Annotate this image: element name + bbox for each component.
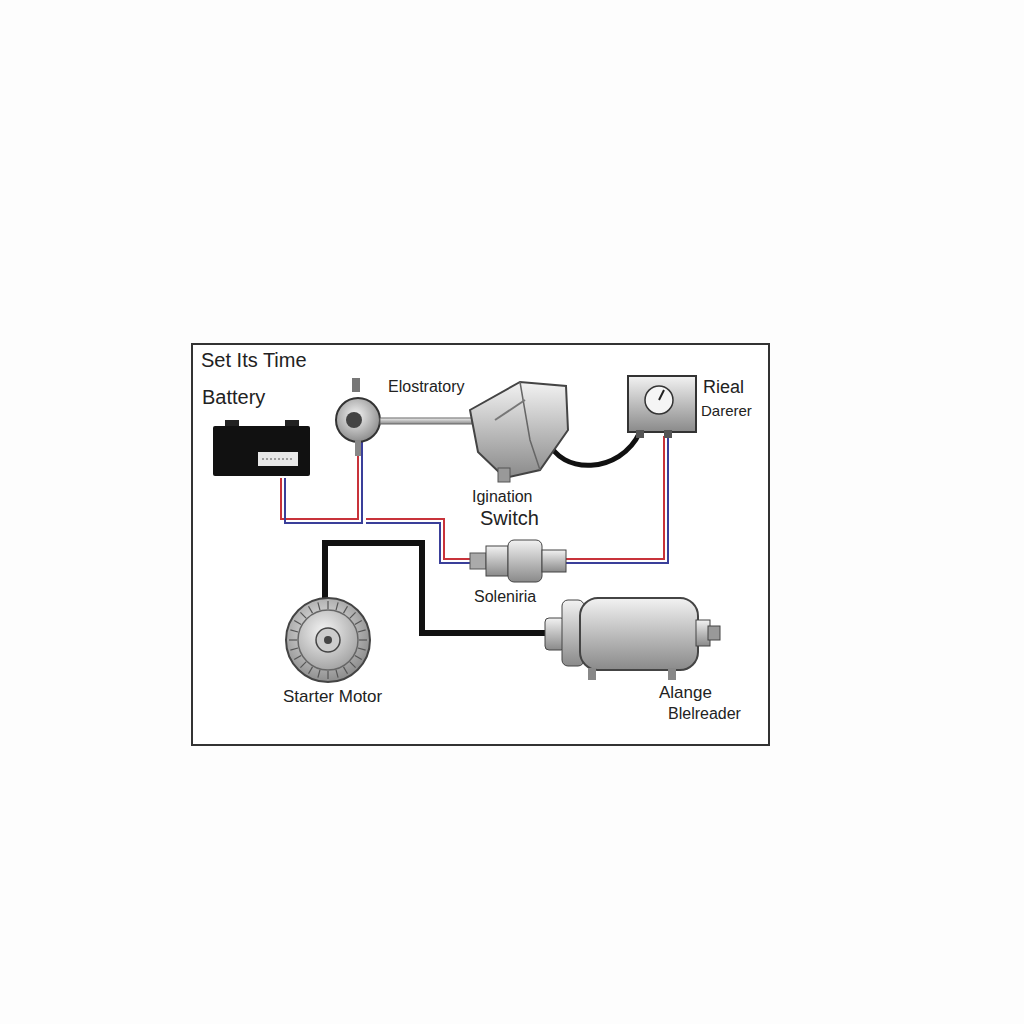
- part-label: Soleniria: [474, 588, 536, 606]
- part-label: Starter Motor: [283, 688, 382, 707]
- solenoid-part: [470, 540, 566, 582]
- battery-symbol: [213, 420, 310, 476]
- diagram-title: Set Its Time: [201, 349, 307, 371]
- part-label: Elostratory: [388, 378, 464, 396]
- part-label: Blelreader: [668, 705, 741, 723]
- frame: [192, 344, 769, 745]
- part-label: Switch: [480, 507, 539, 529]
- starter-motor-part: [286, 598, 370, 682]
- distributor-part: [336, 378, 472, 456]
- part-label: Darerer: [701, 403, 752, 420]
- part-label: Rieal: [703, 378, 744, 398]
- part-label: Alange: [659, 684, 712, 703]
- part-label: Igination: [472, 488, 533, 506]
- ignition-switch-part: [470, 382, 568, 482]
- part-label: Battery: [202, 386, 265, 408]
- cylinder-part: [545, 598, 720, 680]
- meter-part: [628, 376, 696, 438]
